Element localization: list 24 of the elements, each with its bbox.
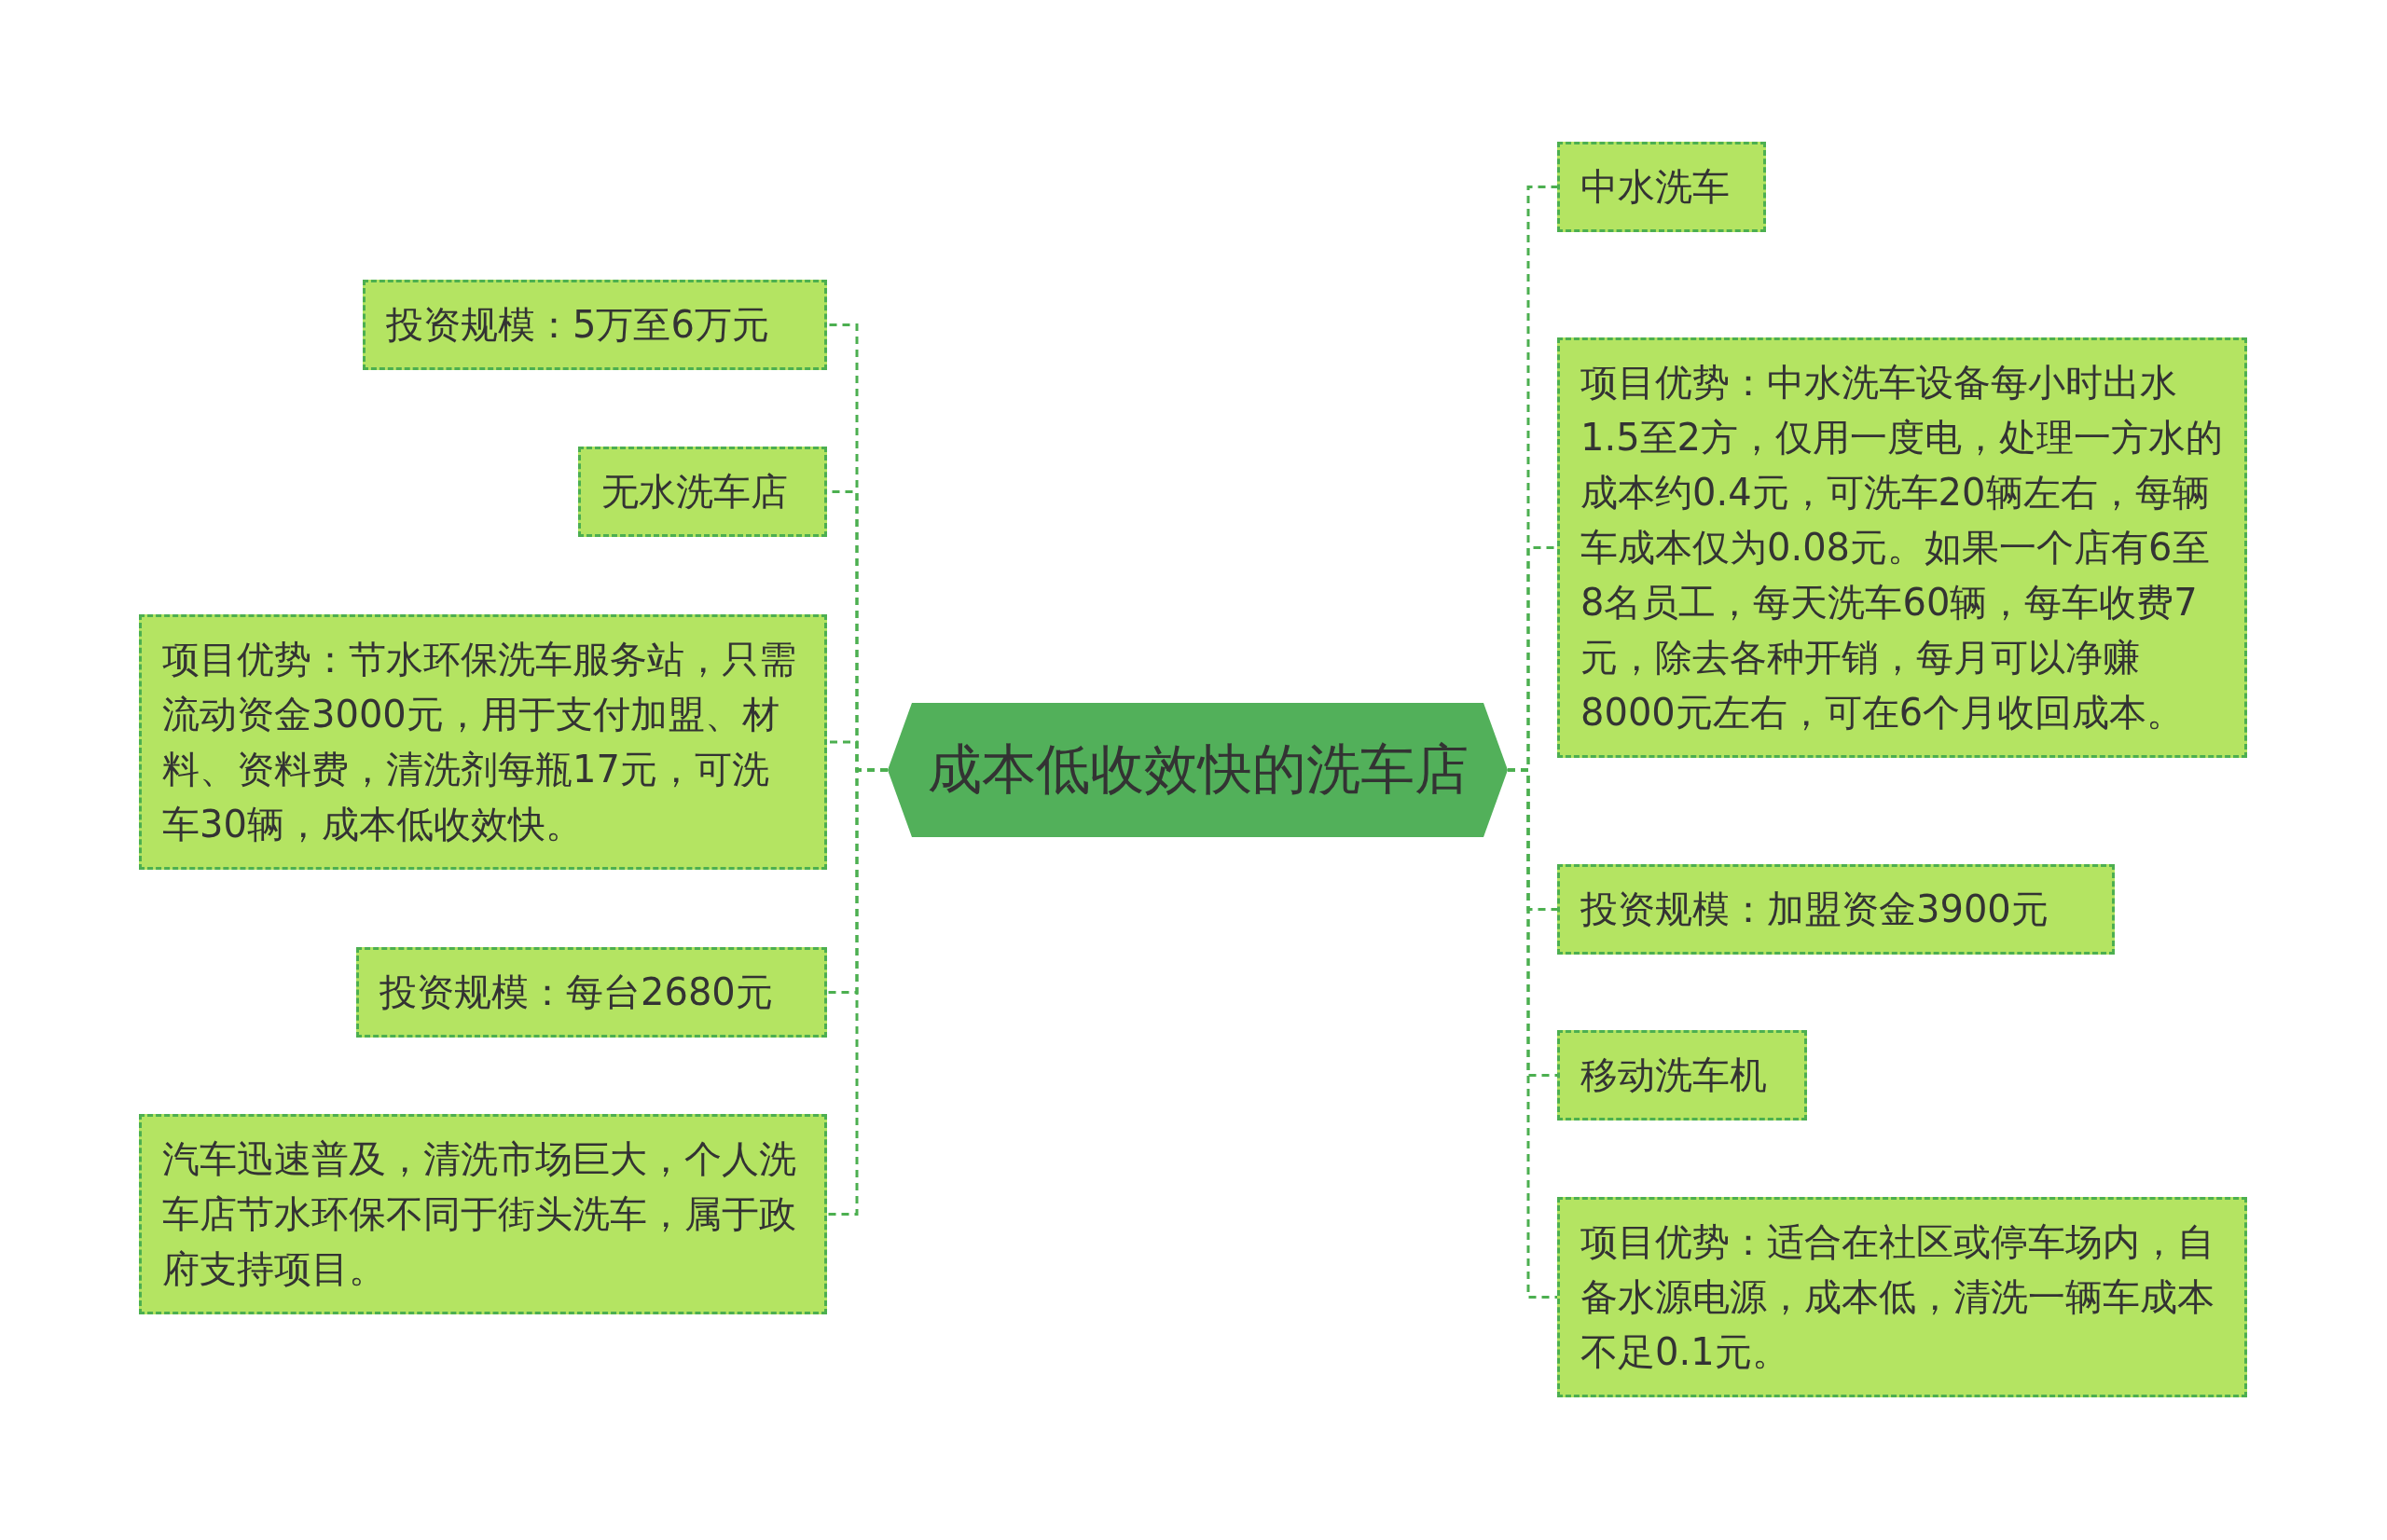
topic-box — [139, 1113, 827, 1314]
topic-box — [363, 279, 827, 370]
connector-line — [1508, 768, 1557, 1299]
topic-text: 投资规模：每台2680元 — [379, 969, 773, 1013]
topic-text: 移动洗车机 — [1580, 1052, 1767, 1096]
topic-box — [1557, 863, 2115, 955]
topic-box — [1557, 337, 2247, 758]
topic-text: 无水洗车店 — [601, 469, 788, 513]
topic-text: 汽车迅速普及，清洗市场巨大，个人洗车店节水环保不同于街头洗车，属于政府支持项目。 — [162, 1136, 796, 1290]
topic-box — [139, 614, 827, 870]
central-topic — [888, 703, 1508, 837]
topic-text: 成本低收效快的洗车店 — [927, 736, 1469, 803]
connector-line — [827, 768, 888, 1216]
topic-text: 投资规模：5万至6万元 — [386, 302, 769, 346]
topic-text: 项目优势：中水洗车设备每小时出水1.5至2方，仅用一度电，处理一方水的成本约0.4元，可洗车20辆左右，每辆车成本仅为0.08元。如果一个店有6至8名员工，每天洗车60辆，每车收费7元，除去各种开销，每月可以净赚8000元左右，可在6个月收回成本。 — [1580, 360, 2224, 734]
topic-box — [356, 946, 827, 1038]
topic-box — [1557, 1029, 1807, 1121]
topic-box — [578, 446, 827, 537]
topic-text: 项目优势：节水环保洗车服务站，只需流动资金3000元，用于支付加盟、材料、资料费，清洗剂每瓶17元，可洗车30辆，成本低收效快。 — [162, 638, 796, 846]
topic-text: 项目优势：适合在社区或停车场内，自备水源电源，成本低，清洗一辆车成本不足0.1元。 — [1580, 1219, 2215, 1373]
topic-text: 投资规模：加盟资金3900元 — [1580, 887, 2049, 930]
topic-box — [1557, 141, 1766, 232]
topic-text: 中水洗车 — [1580, 164, 1730, 208]
topic-box — [1557, 1196, 2247, 1397]
